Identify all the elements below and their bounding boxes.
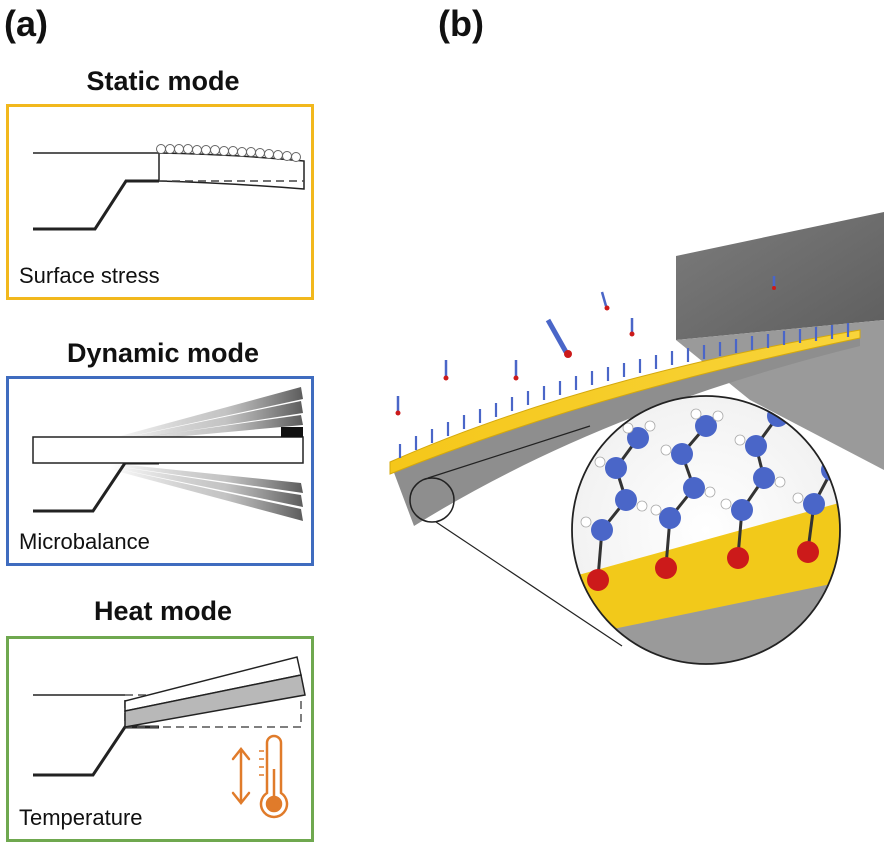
dynamic-mode-cantilever-diagram: [32, 387, 304, 521]
cantilever-bent-bottom-layer: [124, 674, 306, 728]
molecule-monolayer: [398, 323, 850, 458]
panel-label-a: (a): [4, 3, 48, 44]
panel-label-b: (b): [438, 3, 484, 44]
dynamic-mode-box: Microbalance: [6, 376, 314, 566]
cantilever-3d-illustration: [389, 212, 884, 665]
heat-mode-cantilever-diagram: [33, 656, 306, 819]
gold-surface: [389, 329, 861, 475]
substrate-outline: [33, 725, 159, 777]
heat-mode-title: Heat mode: [93, 596, 233, 626]
zoomed-molecules: [580, 398, 840, 591]
thermometer-icon: [259, 734, 289, 819]
dynamic-mode-caption: Microbalance: [19, 529, 150, 554]
magnifier-small-circle: [409, 477, 455, 523]
oscillation-blur: [109, 387, 303, 521]
up-down-arrow-icon: [231, 746, 251, 806]
attached-mass: [281, 427, 303, 437]
zoom-circle-border: [571, 395, 841, 665]
static-mode-caption: Surface stress: [19, 263, 160, 288]
static-mode-box: Surface stress: [6, 104, 314, 300]
zoom-inset: [572, 396, 840, 664]
cantilever-beam: [32, 436, 304, 464]
adsorbed-molecules: [156, 144, 301, 162]
static-mode-title: Static mode: [86, 66, 240, 96]
static-mode-cantilever-diagram: [33, 144, 305, 231]
magnifier-line-bottom: [435, 521, 623, 647]
heat-mode-box: Temperature: [6, 636, 314, 842]
support-block-top: [676, 212, 884, 340]
floating-molecules: [395, 276, 776, 416]
heat-mode-caption: Temperature: [19, 805, 143, 830]
cantilever-bent: [158, 152, 305, 190]
dynamic-mode-title: Dynamic mode: [66, 338, 260, 368]
substrate-outline: [33, 179, 159, 231]
magnifier-line-top: [427, 425, 591, 479]
